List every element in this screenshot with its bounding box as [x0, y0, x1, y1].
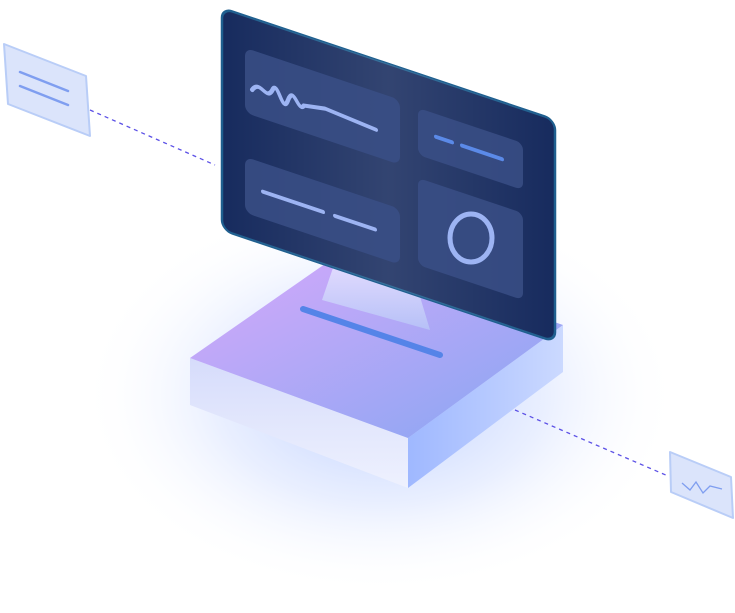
- card-text-line: [18, 84, 70, 107]
- gauge-panel: [418, 179, 523, 299]
- text-line: [333, 213, 377, 232]
- connector-line-right: [514, 409, 669, 477]
- base-indicator-bar: [300, 306, 443, 358]
- floating-card-left: [3, 43, 91, 137]
- card-text-line: [18, 70, 70, 93]
- circle-gauge-icon: [447, 211, 495, 265]
- mini-chart-icon: [681, 480, 723, 495]
- connector-line-left: [89, 109, 216, 166]
- monitor-screen: [220, 9, 557, 341]
- status-line: [460, 143, 504, 162]
- status-line: [434, 134, 454, 145]
- monitor-stand: [322, 262, 430, 330]
- text-line: [261, 189, 325, 215]
- floating-card-right: [669, 451, 734, 519]
- waveform-icon: [250, 84, 378, 132]
